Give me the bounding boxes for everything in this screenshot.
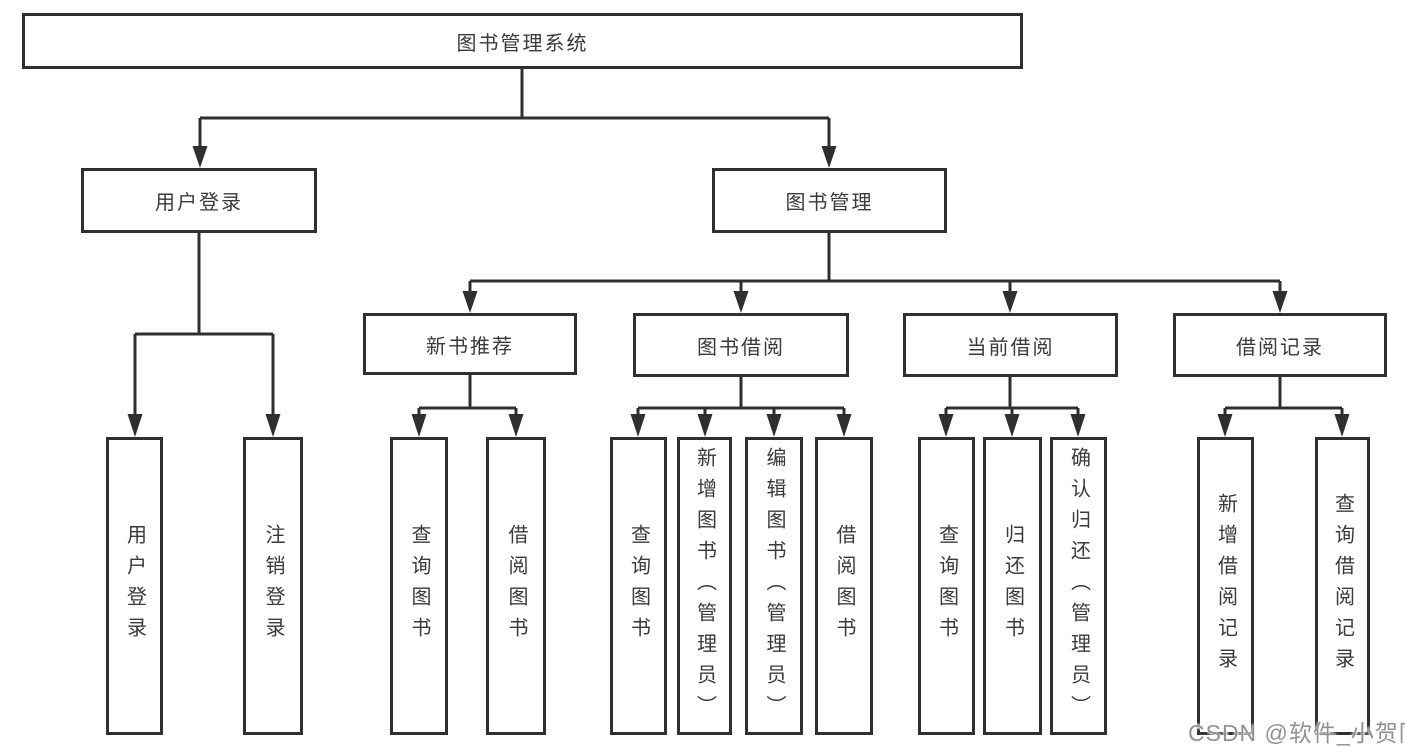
leaf-label: 借阅图书 [505,524,527,648]
leaf-borrow-books: 借阅图书 [486,437,546,735]
arrowhead-icon [733,291,749,313]
connector-user-login-to-leaves [127,232,281,437]
leaf-borrow-books: 借阅图书 [815,437,873,735]
arrowhead-icon [821,146,837,168]
leaf-label: 确认归还（管理员） [1067,446,1090,726]
node-label: 图书借阅 [697,336,785,359]
leaf-add-books-admin: 新增图书（管理员） [677,437,732,735]
arrowhead-icon [630,414,646,437]
leaf-label: 查询图书 [935,524,958,648]
arrowhead-icon [508,414,524,437]
node-book-management: 图书管理 [712,168,947,233]
leaf-label: 查询图书 [408,524,430,648]
leaf-query-books: 查询图书 [610,437,667,735]
arrowhead-icon [1272,291,1288,313]
arrowhead-icon [127,414,143,437]
leaf-query-books: 查询图书 [390,437,448,735]
node-borrow-records: 借阅记录 [1173,313,1387,377]
leaf-label: 用户登录 [123,524,146,648]
arrowhead-icon [938,414,954,437]
node-book-borrowing: 图书借阅 [633,313,849,377]
arrowhead-icon [697,414,713,437]
connector-new-book-to-leaves [411,374,524,437]
connector-book-mgmt-to-level3 [462,232,1288,313]
leaf-logout: 注销登录 [243,437,303,735]
leaf-label: 新增图书（管理员） [693,446,716,726]
arrowhead-icon [192,146,208,168]
csdn-watermark: CSDN @软件_小贺同学 [1188,720,1405,746]
arrowhead-icon [1070,414,1086,437]
node-label: 图书管理 [785,192,874,214]
leaf-return-books: 归还图书 [983,437,1042,735]
arrowhead-icon [1004,414,1020,437]
node-label: 借阅记录 [1236,336,1324,359]
node-root-system: 图书管理系统 [22,13,1023,69]
arrowhead-icon [411,414,427,437]
arrowhead-icon [1217,414,1233,437]
leaf-user-login: 用户登录 [106,437,163,735]
node-label: 用户登录 [155,192,243,214]
leaf-label: 注销登录 [262,524,284,648]
node-label: 新书推荐 [426,335,514,358]
connector-current-borrow-to-leaves [938,376,1086,437]
node-new-book-recommend: 新书推荐 [363,313,577,375]
connector-book-borrow-to-leaves [630,376,852,437]
node-current-borrowing: 当前借阅 [903,313,1118,377]
node-user-login: 用户登录 [81,168,317,233]
node-label: 当前借阅 [966,336,1055,359]
leaf-label: 新增借阅记录 [1214,493,1237,679]
leaf-add-borrow-record: 新增借阅记录 [1197,437,1254,735]
connector-borrow-record-to-leaves [1217,376,1350,437]
arrowhead-icon [1002,291,1018,313]
arrowhead-icon [836,414,852,437]
leaf-label: 归还图书 [1001,524,1024,648]
arrowhead-icon [766,414,782,437]
arrowhead-icon [462,291,478,313]
arrowhead-icon [265,414,281,437]
leaf-query-books: 查询图书 [918,437,975,735]
leaf-edit-books-admin: 编辑图书（管理员） [745,437,803,735]
leaf-label: 查询借阅记录 [1331,493,1354,679]
leaf-label: 查询图书 [627,524,650,648]
leaf-confirm-return-admin: 确认归还（管理员） [1050,437,1107,735]
connector-root-to-level2 [192,68,837,168]
arrowhead-icon [1334,414,1350,437]
leaf-query-borrow-record: 查询借阅记录 [1315,437,1370,735]
node-label: 图书管理系统 [456,32,589,55]
leaf-label: 编辑图书（管理员） [763,446,785,726]
leaf-label: 借阅图书 [833,524,855,648]
